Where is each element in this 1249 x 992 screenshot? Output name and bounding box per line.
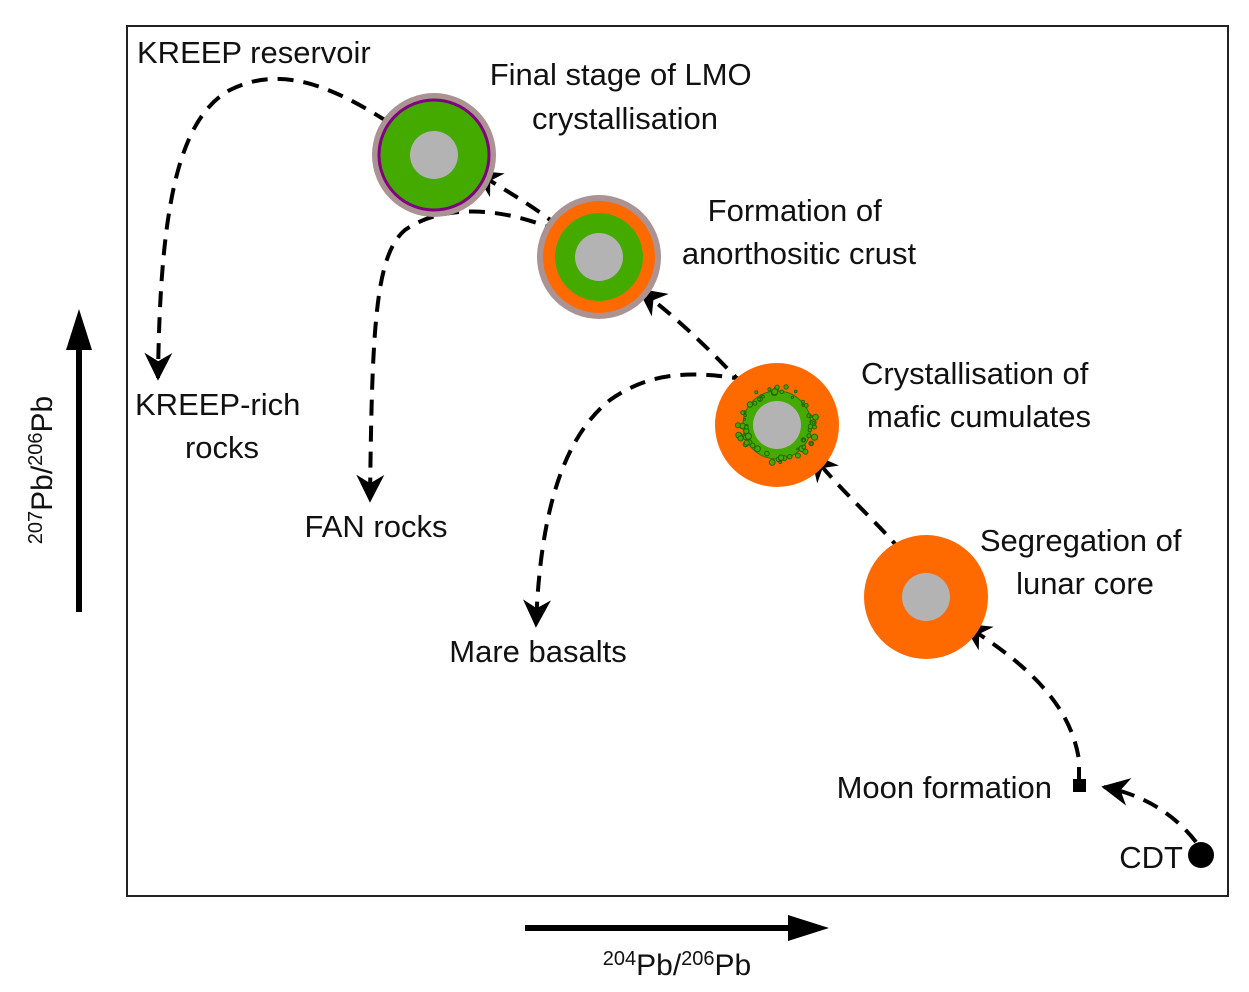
cumulate-grain <box>737 435 744 442</box>
label-core-segregation: Segregation of lunar core <box>980 523 1190 601</box>
label-kreep-reservoir: KREEP reservoir <box>137 35 371 70</box>
x-axis-label: 204Pb/206Pb <box>603 948 751 982</box>
label-kreep-rich-rocks: KREEP-rich rocks <box>135 387 309 465</box>
cumulate-grain <box>812 413 819 421</box>
path-to-mare-basalts <box>522 372 749 628</box>
core-segregation-moon <box>864 535 988 659</box>
cumulate-grain <box>806 433 812 439</box>
cumulate-grain <box>761 394 765 399</box>
path-to-kreep-rich <box>144 76 390 381</box>
cumulate-grain <box>764 450 770 457</box>
cumulate-grain <box>787 454 793 460</box>
y-axis-label: 207Pb/206Pb <box>25 396 59 544</box>
cumulate-grain <box>790 395 795 399</box>
cumulate-grain <box>794 452 801 459</box>
label-anorthositic-crust: Formation of anorthositic crust <box>682 193 917 271</box>
path-mafic-to-crust <box>637 288 747 389</box>
path-core-to-mafic <box>810 452 905 555</box>
cumulate-grain <box>777 454 785 461</box>
cumulate-grain <box>802 448 809 455</box>
label-fan-rocks: FAN rocks <box>305 509 448 544</box>
label-mafic-cumulates: Crystallisation of mafic cumulates <box>861 356 1097 434</box>
x-axis-arrowhead <box>788 915 829 941</box>
cumulate-grain <box>774 384 780 390</box>
cumulate-grain <box>796 447 800 451</box>
path-moon-to-core <box>962 623 1081 783</box>
cumulate-grain <box>801 403 805 407</box>
label-moon-formation: Moon formation <box>837 770 1052 805</box>
cumulate-grain <box>778 460 782 465</box>
cumulate-grain <box>743 439 750 446</box>
cdt-marker <box>1188 842 1214 868</box>
cumulate-grain <box>742 417 746 421</box>
cumulate-grain <box>793 389 798 394</box>
cumulate-grain <box>768 459 776 466</box>
cumulate-grain <box>809 441 814 446</box>
cumulate-grain <box>749 442 756 449</box>
path-cdt-to-moon <box>1101 778 1198 844</box>
cumulate-grain <box>767 387 772 392</box>
mafic-cumulates-moon <box>715 363 839 487</box>
cumulate-grain <box>800 399 805 404</box>
y-axis-arrowhead <box>66 309 92 350</box>
anorthositic-crust-moon <box>537 195 661 319</box>
cumulate-grain <box>734 422 741 429</box>
final-lmo-moon <box>372 93 496 217</box>
cumulate-grain <box>754 390 759 395</box>
cumulate-grain <box>752 400 758 406</box>
label-cdt: CDT <box>1119 840 1183 875</box>
path-to-fan-rocks <box>356 209 561 503</box>
moon-formation-marker <box>1073 779 1086 792</box>
label-final-lmo: Final stage of LMO crystallisation <box>490 57 761 136</box>
cumulate-grain <box>779 389 785 395</box>
cumulate-grain <box>757 397 761 402</box>
cumulate-grain <box>743 413 747 418</box>
cumulate-grain <box>809 414 813 418</box>
cumulate-grain <box>744 424 749 430</box>
label-mare-basalts: Mare basalts <box>449 634 626 669</box>
cumulate-grain <box>811 421 816 425</box>
cumulate-grain <box>771 388 779 396</box>
cumulate-grain <box>810 433 819 441</box>
cumulate-grain <box>754 445 761 453</box>
plot-frame <box>126 25 1229 897</box>
cumulate-grain <box>783 384 789 390</box>
cumulate-grain <box>740 410 745 416</box>
cumulate-grain <box>801 438 806 443</box>
cumulate-grain <box>801 444 807 450</box>
cumulate-grain <box>803 403 809 408</box>
cumulate-grain <box>744 432 753 440</box>
cumulate-grain <box>746 401 754 408</box>
